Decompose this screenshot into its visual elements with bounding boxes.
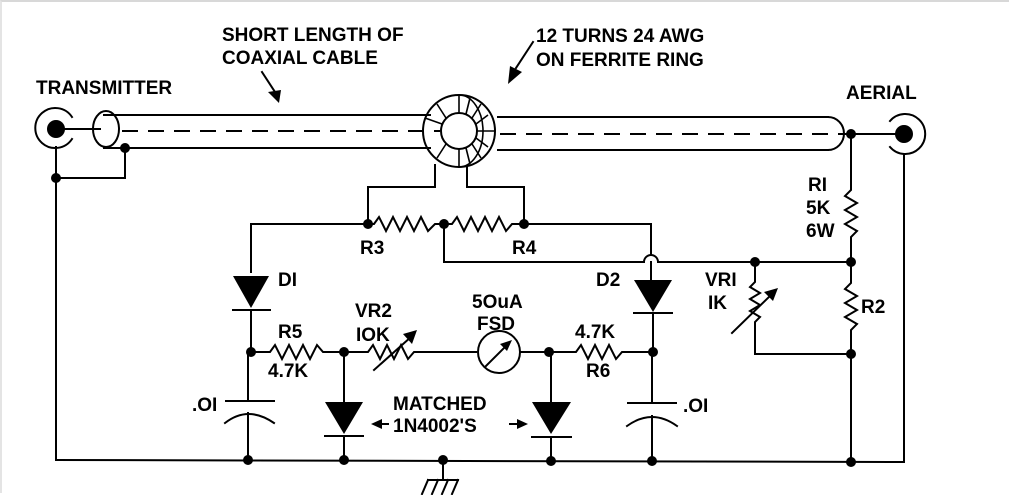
coax-annotation-line1: SHORT LENGTH OF [222, 25, 404, 46]
toroid-secondary-leads [367, 164, 525, 225]
resistor-R5 [250, 342, 345, 362]
resistor-R4 [443, 214, 525, 234]
ground-bus [54, 177, 906, 467]
coax-pointer-arrow [260, 70, 281, 103]
D2-label: D2 [596, 270, 620, 291]
transmitter-label: TRANSMITTER [36, 78, 172, 99]
R1-label: RI [808, 175, 827, 196]
toroid-pointer-arrow [508, 40, 535, 84]
resistor-R1 [843, 133, 859, 263]
coax-annotation-line2: COAXIAL CABLE [222, 48, 378, 69]
R3-label: R3 [360, 238, 384, 259]
wire-r4-d2 [523, 223, 652, 255]
diode-D2-icon [633, 261, 673, 353]
ferrite-toroid-icon [422, 94, 496, 168]
capacitor-left-value: .OI [192, 395, 217, 416]
R5-label: R5 [278, 322, 303, 343]
VR2-value: IOK [356, 325, 390, 346]
transmitter-socket-icon [34, 107, 101, 179]
meter-icon [477, 330, 550, 374]
diode-matched-left-icon [324, 351, 364, 461]
resistor-R6 [548, 342, 654, 362]
matched-right-arrow [509, 419, 528, 429]
toroid-annotation-line1: 12 TURNS 24 AWG [536, 26, 704, 47]
chassis-ground-icon [420, 459, 460, 495]
diode-matched-right-icon [531, 351, 572, 461]
matched-annotation-line1: MATCHED [393, 394, 487, 415]
VR1-label: VRI [705, 270, 737, 291]
wire-center-tap [443, 223, 852, 263]
R1-value: 5K [806, 198, 831, 219]
wire-r3-d1 [250, 223, 369, 273]
variable-resistor-VR2 [343, 330, 477, 372]
aerial-label: AERIAL [846, 83, 917, 104]
coax-cable-left [51, 110, 440, 183]
R6-value: 4.7K [575, 322, 615, 343]
R5-value: 4.7K [268, 361, 308, 382]
matched-left-arrow [371, 419, 389, 429]
R4-label: R4 [512, 238, 537, 259]
R6-label: R6 [586, 361, 610, 382]
R2-label: R2 [861, 297, 885, 318]
resistor-R2 [843, 261, 859, 355]
capacitor-right-icon [625, 351, 679, 461]
VR1-value: IK [708, 293, 727, 314]
matched-annotation-line2: 1N4002'S [393, 416, 477, 437]
D1-label: DI [278, 270, 297, 291]
resistor-R3 [367, 214, 445, 234]
coax-cable-right [497, 115, 903, 152]
diode-D1-icon [232, 276, 271, 353]
meter-fsd-label: FSD [477, 314, 515, 335]
toroid-annotation-line2: ON FERRITE RING [536, 50, 704, 71]
VR2-label: VR2 [355, 301, 392, 322]
capacitor-left-icon [223, 351, 276, 461]
capacitor-right-value: .OI [683, 396, 708, 417]
R1-rating: 6W [806, 221, 835, 242]
variable-resistor-VR1 [730, 261, 852, 355]
aerial-socket-icon [888, 113, 927, 463]
meter-rating: 5OuA [472, 292, 523, 313]
